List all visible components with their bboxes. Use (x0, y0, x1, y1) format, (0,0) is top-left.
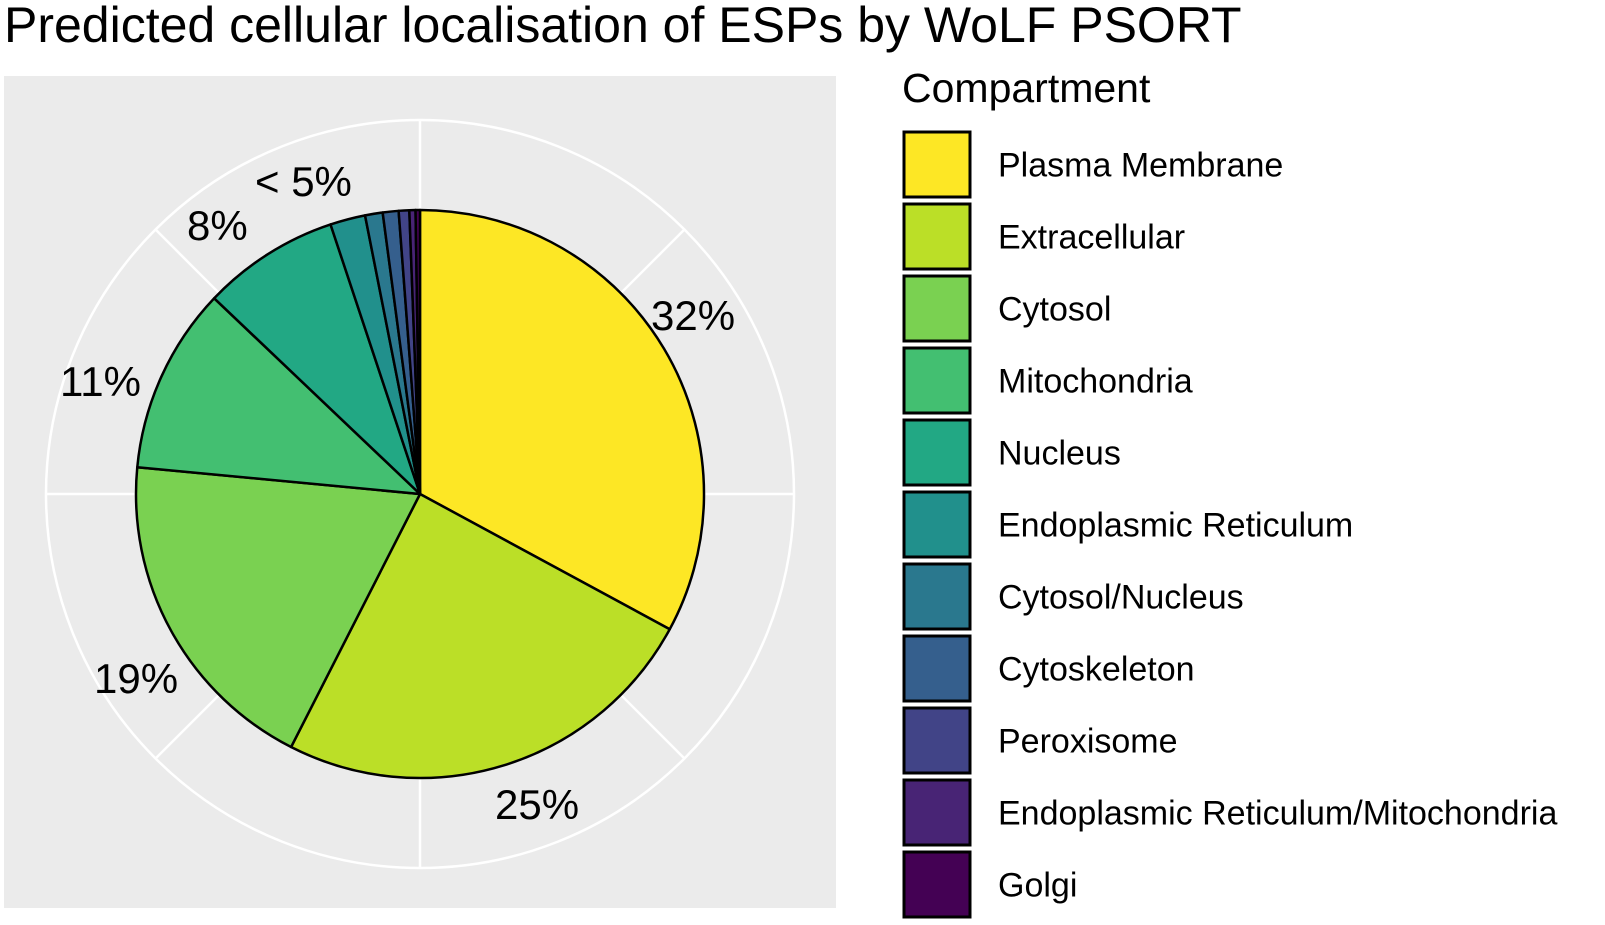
legend-label-cytosol-nucleus: Cytosol/Nucleus (998, 579, 1244, 617)
slice-labels: 32% 25% 19% 11% 8% < 5% (60, 158, 735, 828)
legend-label-cytosol: Cytosol (998, 291, 1111, 329)
slice-label-plasma-membrane: 32% (651, 292, 735, 339)
legend-key-nucleus (902, 418, 972, 487)
chart-title: Predicted cellular localisation of ESPs … (4, 0, 1242, 53)
legend-key-mitochondria (902, 346, 972, 415)
legend: Plasma MembraneExtracellularCytosolMitoc… (902, 130, 1557, 919)
legend-key-plasma-membrane (902, 130, 972, 199)
legend-key-endoplasmic-reticulum (902, 490, 972, 559)
legend-key-cytosol (902, 274, 972, 343)
legend-key-endoplasmic-reticulum-mitochondria (902, 778, 972, 847)
legend-key-peroxisome (902, 706, 972, 775)
legend-label-nucleus: Nucleus (998, 435, 1121, 473)
legend-label-mitochondria: Mitochondria (998, 363, 1193, 401)
pie-slice-mitochondria (136, 297, 422, 496)
pie-slice-nucleus (212, 223, 422, 496)
slice-label-cytosol: 19% (94, 655, 178, 702)
legend-key-extracellular (902, 202, 972, 271)
slice-label-small-categories: < 5% (255, 158, 352, 205)
legend-title: Compartment (902, 65, 1151, 111)
slice-label-mitochondria: 11% (60, 358, 141, 405)
pie-slice-cytosol (134, 466, 422, 749)
legend-key-golgi (902, 850, 972, 919)
slice-label-extracellular: 25% (495, 781, 579, 828)
legend-label-golgi: Golgi (998, 867, 1077, 905)
legend-key-cytoskeleton (902, 634, 972, 703)
legend-label-plasma-membrane: Plasma Membrane (998, 147, 1283, 185)
legend-label-endoplasmic-reticulum: Endoplasmic Reticulum (998, 507, 1353, 545)
legend-key-cytosol-nucleus (902, 562, 972, 631)
pie-slices (134, 208, 706, 780)
legend-label-peroxisome: Peroxisome (998, 723, 1178, 761)
legend-label-extracellular: Extracellular (998, 219, 1185, 257)
legend-label-cytoskeleton: Cytoskeleton (998, 651, 1195, 689)
pie-slice-golgi (414, 208, 422, 496)
pie-slice-extracellular (289, 492, 671, 780)
legend-label-endoplasmic-reticulum-mitochondria: Endoplasmic Reticulum/Mitochondria (998, 795, 1557, 833)
slice-label-nucleus: 8% (187, 202, 248, 249)
pie-slice-plasma-membrane (418, 208, 706, 631)
